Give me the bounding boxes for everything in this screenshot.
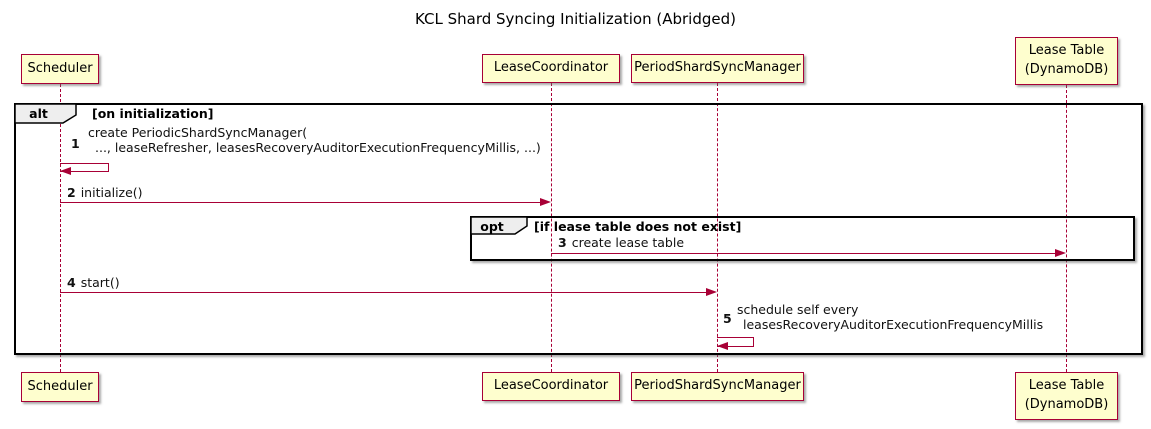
- participant-lease-coordinator-bottom: LeaseCoordinator: [482, 372, 620, 401]
- message-4-label: 4 start(): [67, 275, 120, 290]
- participant-lease-table-label-line1: Lease Table: [1028, 378, 1105, 394]
- participant-period-shard-sync-manager-label: PeriodShardSyncManager: [634, 60, 801, 76]
- message-2-label: 2 initialize(): [67, 185, 143, 200]
- participant-scheduler-bottom: Scheduler: [21, 372, 99, 402]
- participant-lease-table-top: Lease Table (DynamoDB): [1015, 37, 1118, 85]
- message-3-arrowhead-icon: [1055, 249, 1066, 257]
- participant-lease-table-bottom: Lease Table (DynamoDB): [1015, 372, 1118, 420]
- participant-period-shard-sync-manager-label: PeriodShardSyncManager: [634, 378, 801, 394]
- participant-lease-coordinator-label: LeaseCoordinator: [493, 60, 609, 76]
- message-1-self-arrow: [60, 163, 109, 172]
- message-2-number: 2: [67, 185, 76, 200]
- participant-scheduler-top: Scheduler: [21, 54, 99, 84]
- message-1-number: 1: [71, 136, 80, 151]
- message-4-text: start(): [80, 275, 120, 290]
- opt-operator-label: opt: [480, 219, 504, 234]
- participant-lease-table-label-line1: Lease Table: [1028, 43, 1105, 59]
- message-2-text: initialize(): [80, 185, 143, 200]
- message-4-arrowhead-icon: [706, 288, 717, 296]
- message-5-text-line1: schedule self every: [737, 302, 859, 317]
- message-4-number: 4: [67, 275, 76, 290]
- message-3-label: 3 create lease table: [558, 235, 684, 250]
- message-3-arrow-line: [551, 253, 1055, 254]
- participant-scheduler-label: Scheduler: [27, 60, 93, 76]
- lifeline-scheduler: [60, 84, 61, 372]
- alt-operator-label: alt: [29, 106, 48, 121]
- message-1-text-line1: create PeriodicShardSyncManager(: [88, 125, 308, 140]
- message-2-arrow-line: [60, 202, 541, 203]
- participant-lease-table-label-line2: (DynamoDB): [1024, 397, 1109, 412]
- participant-lease-coordinator-label: LeaseCoordinator: [493, 378, 609, 394]
- participant-lease-coordinator-top: LeaseCoordinator: [482, 54, 620, 83]
- lifeline-period-shard-sync-manager: [717, 83, 718, 372]
- message-2-arrowhead-icon: [540, 198, 551, 206]
- alt-frame-label-pentagon: [14, 103, 77, 124]
- participant-period-shard-sync-manager-bottom: PeriodShardSyncManager: [631, 372, 804, 401]
- participant-lease-table-label-line2: (DynamoDB): [1024, 62, 1109, 77]
- message-5-text-line2: leasesRecoveryAuditorExecutionFrequencyM…: [743, 317, 1044, 332]
- lifeline-lease-coordinator: [551, 83, 552, 372]
- opt-frame-label-pentagon: [470, 216, 528, 235]
- alt-guard-label: [on initialization]: [92, 106, 214, 121]
- message-5-arrowhead-icon: [717, 342, 728, 350]
- message-5-self-arrow: [717, 337, 754, 347]
- message-1-arrowhead-icon: [60, 167, 71, 175]
- participant-period-shard-sync-manager-top: PeriodShardSyncManager: [631, 54, 804, 83]
- opt-guard-label: [if lease table does not exist]: [534, 219, 742, 234]
- message-4-arrow-line: [60, 292, 707, 293]
- diagram-title: KCL Shard Syncing Initialization (Abridg…: [415, 10, 736, 28]
- participant-scheduler-label: Scheduler: [27, 378, 93, 394]
- opt-frame: [470, 216, 1135, 261]
- message-3-text: create lease table: [571, 235, 685, 250]
- message-1-text-line2: ..., leaseRefresher, leasesRecoveryAudit…: [95, 140, 541, 155]
- alt-frame: [14, 103, 1143, 355]
- message-3-number: 3: [558, 235, 567, 250]
- message-5-number: 5: [723, 311, 732, 326]
- lifeline-lease-table: [1066, 85, 1067, 372]
